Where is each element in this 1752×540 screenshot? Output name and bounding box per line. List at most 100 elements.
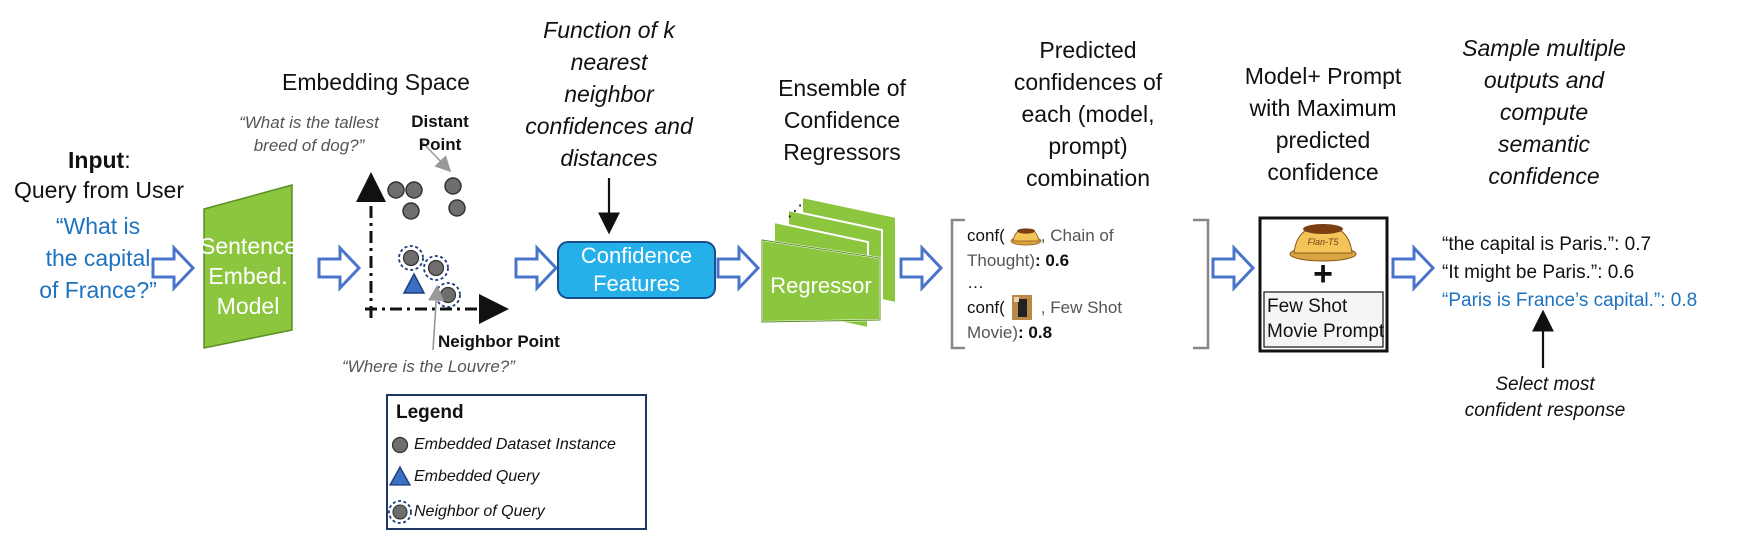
distant-query-line: “What is the tallest <box>239 113 379 132</box>
distant-point-label: Distant Point <box>402 110 478 156</box>
flow-arrow-3 <box>514 244 559 292</box>
regressors-caption-line: Ensemble of <box>778 75 906 101</box>
sentence-model-line: Sentence <box>200 233 298 259</box>
flow-arrows <box>151 244 1436 292</box>
prediction-ellipsis: … <box>967 273 984 292</box>
regressor-front-outline <box>761 239 881 323</box>
prediction-row-2-line2: Movie): 0.8 <box>967 322 1052 344</box>
prompt-line: Movie Prompt <box>1267 321 1385 342</box>
legend-item-dataset: Embedded Dataset Instance <box>414 436 616 453</box>
best-caption-line: predicted <box>1275 127 1371 153</box>
input-title: Input: <box>68 144 131 176</box>
output-3-selected: “Paris is France’s capital.”: 0.8 <box>1442 290 1698 311</box>
select-caption: Select most confident response <box>1440 372 1650 424</box>
embedding-space-title: Embedding Space <box>282 69 470 95</box>
neighbor-point <box>402 249 420 267</box>
sampling-caption-line: compute <box>1499 99 1589 125</box>
dashed-ring-dot-icon <box>388 500 412 524</box>
prediction-row-1-line2: Thought): 0.6 <box>967 250 1069 272</box>
features-caption-line: confidences and <box>525 113 693 139</box>
features-caption-line: neighbor <box>564 81 654 107</box>
blue-triangle-icon <box>388 465 412 486</box>
dataset-point <box>444 177 462 195</box>
flow-arrow-4 <box>716 244 761 292</box>
dataset-point <box>402 202 420 220</box>
prediction-row-2: conf(, Few Shot <box>967 297 1122 319</box>
output-2: “It might be Paris.”: 0.6 <box>1442 262 1635 283</box>
conf-prefix: conf( <box>967 298 1005 317</box>
movie-figure-icon <box>1012 295 1032 320</box>
features-caption-line: nearest <box>570 49 648 75</box>
input-title-colon: : <box>124 147 131 173</box>
left-bracket <box>950 218 965 350</box>
features-box-line: Confidence <box>580 243 693 268</box>
neighbor-point <box>427 259 445 277</box>
distant-query-text: “What is the tallest breed of dog?” <box>218 111 400 157</box>
sampling-caption-line: Sample multiple <box>1462 35 1626 61</box>
confidence-features-label: Confidence Features <box>558 242 715 298</box>
conf-prefix: conf( <box>967 226 1005 245</box>
input-query-line: the capital <box>45 245 151 271</box>
output-1: “the capital is Paris.”: 0.7 <box>1442 234 1652 255</box>
prompt-line: Few Shot <box>1267 296 1348 317</box>
regressors-caption-line: Regressors <box>783 139 901 165</box>
flow-arrow-1 <box>151 244 196 292</box>
sampling-caption-line: semantic <box>1497 131 1591 157</box>
row1-model-name: , Chain of <box>1040 226 1114 245</box>
dashed-ring-dot-inner <box>392 504 408 520</box>
legend-box <box>386 394 647 530</box>
right-bracket <box>1193 218 1210 350</box>
input-query-line: “What is <box>55 213 141 239</box>
flow-arrow-5 <box>899 244 944 292</box>
distant-pointer <box>419 139 452 173</box>
dataset-point <box>387 181 405 199</box>
row1-prompt-name: Thought) <box>967 251 1036 270</box>
regressor-ellipsis: ⋰ <box>787 203 803 220</box>
input-title-bold: Input <box>68 147 125 173</box>
best-caption-line: Model+ Prompt <box>1244 63 1402 89</box>
sentence-model-line: Model <box>216 293 280 319</box>
flow-arrow-6 <box>1211 244 1256 292</box>
regressors-caption: Ensemble of Confidence Regressors <box>762 72 922 168</box>
sampling-caption-line: confidence <box>1488 163 1600 189</box>
dataset-point <box>405 181 423 199</box>
sampling-caption: Sample multiple outputs and compute sema… <box>1438 32 1650 192</box>
predictions-caption-line: Predicted <box>1039 37 1137 63</box>
input-subtitle: Query from User <box>14 177 184 203</box>
query-triangle <box>402 272 426 294</box>
prediction-row-1: conf( , Chain of <box>967 225 1114 247</box>
regressor-label: Regressor <box>770 273 872 298</box>
features-caption-line: distances <box>560 145 658 171</box>
predictions-caption-line: prompt) <box>1048 133 1128 159</box>
row2-value: : 0.8 <box>1018 323 1053 342</box>
best-caption-line: with Maximum <box>1249 95 1397 121</box>
sentence-model-line: Embed. <box>208 263 288 289</box>
regressors-caption-line: Confidence <box>783 107 901 133</box>
best-caption-line: confidence <box>1267 159 1379 185</box>
confidence-features-box <box>557 241 716 299</box>
row2-prompt-name: Movie) <box>967 323 1019 342</box>
best-caption: Model+ Prompt with Maximum predicted con… <box>1214 60 1432 188</box>
prompt-box-text: Few Shot Movie Prompt <box>1267 294 1384 344</box>
neighbor-query-text: “Where is the Louvre?” <box>342 357 515 376</box>
gray-dot-icon <box>391 436 409 454</box>
distant-label-line: Distant <box>411 112 469 131</box>
flan-t5-pudding-large-icon <box>1289 224 1357 262</box>
predictions-caption-line: confidences of <box>1013 69 1163 95</box>
neighbor-pointer <box>428 284 445 351</box>
predictions-caption-line: combination <box>1025 165 1151 191</box>
flow-arrow-7 <box>1391 244 1436 292</box>
features-caption: Function of k nearest neighbor confidenc… <box>516 14 702 174</box>
predictions-caption: Predicted confidences of each (model, pr… <box>990 34 1186 194</box>
neighbor-ring <box>435 282 461 308</box>
select-caption-line: Select most <box>1495 374 1595 395</box>
neighbor-ring <box>423 255 449 281</box>
input-query-line: of France?” <box>39 277 157 303</box>
regressor-stack <box>761 195 897 330</box>
legend-item-neighbor: Neighbor of Query <box>414 503 545 520</box>
row1-value: : 0.6 <box>1035 251 1070 270</box>
neighbor-point <box>439 286 457 304</box>
flan-t5-pudding-icon <box>1010 228 1042 246</box>
